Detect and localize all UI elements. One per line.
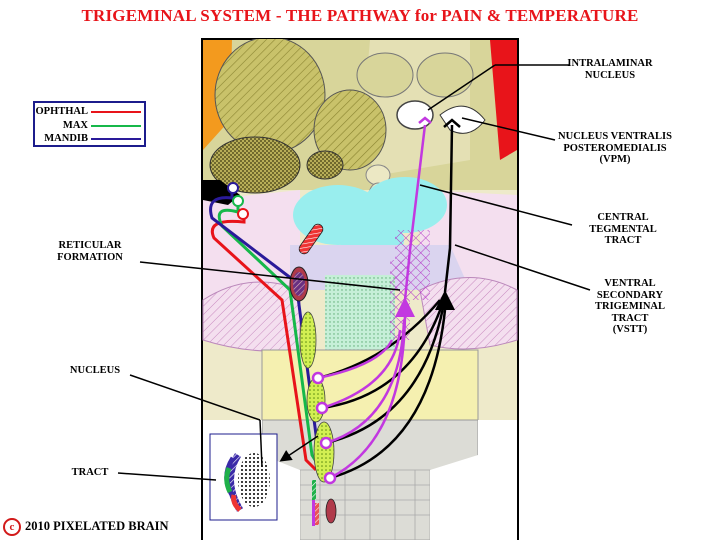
- maxillary-fiber: [217, 200, 322, 469]
- spinal-trigeminal-nucleus-mid: [306, 377, 326, 423]
- legend-swatch-ophthalmic: [91, 111, 141, 113]
- diagram-title: TRIGEMINAL SYSTEM - THE PATHWAY for PAIN…: [81, 6, 639, 25]
- copyright-text: 2010 PIXELATED BRAIN: [25, 518, 169, 533]
- label-ctt-line3: TRACT: [604, 235, 642, 246]
- label-vpm-line2: POSTEROMEDIALIS: [563, 142, 667, 154]
- legend-swatch-maxillary: [91, 125, 141, 127]
- label-intralaminar-nucleus: INTRALAMINAR NUCLEUS: [560, 58, 660, 81]
- legend-item-ophthalmic: OPHTHAL: [35, 106, 145, 118]
- spinal-trigeminal-nucleus-upper: [299, 311, 317, 369]
- label-ctt-line2: TEGMENTAL: [589, 223, 657, 235]
- ctt-fibers: [317, 116, 432, 480]
- label-vpm: NUCLEUS VENTRALIS POSTEROMEDIALIS (VPM): [545, 131, 685, 166]
- label-reticular-formation: RETICULAR FORMATION: [40, 240, 140, 263]
- legend-label-ophthalmic: OPHTHAL: [35, 106, 88, 117]
- dotted-olive-body: [209, 136, 301, 194]
- label-ctt-line1: CENTRAL: [597, 212, 649, 223]
- label-vstt-line2: SECONDARY: [596, 289, 664, 301]
- mandibular-fiber: [209, 186, 326, 467]
- inset-nucleus: [238, 453, 270, 507]
- label-vpm-line3: (VPM): [599, 154, 631, 165]
- label-reticular-line2: FORMATION: [57, 251, 123, 263]
- legend-swatch-mandibular: [91, 138, 141, 140]
- legend-item-maxillary: MAX: [35, 120, 145, 132]
- label-central-tegmental-tract: CENTRAL TEGMENTAL TRACT: [573, 212, 673, 247]
- label-vstt-line4: TRACT: [611, 312, 649, 324]
- ophthalmic-fiber: [211, 214, 318, 472]
- spinal-trigeminal-nucleus-lower: [313, 421, 335, 483]
- legend-label-maxillary: MAX: [62, 120, 88, 131]
- label-intralaminar-line2: NUCLEUS: [584, 69, 636, 81]
- label-reticular-line1: RETICULAR: [58, 240, 122, 251]
- label-vstt-line1: VENTRAL: [604, 278, 656, 289]
- label-vstt-line3: TRIGEMINAL: [594, 301, 665, 312]
- intralaminar-nucleus-oval: [396, 100, 434, 130]
- label-intralaminar-line1: INTRALAMINAR: [567, 58, 653, 69]
- label-vpm-line1: NUCLEUS VENTRALIS: [558, 131, 672, 142]
- label-nucleus: NUCLEUS: [69, 365, 121, 376]
- label-tract: TRACT: [71, 467, 109, 478]
- copyright-icon: c: [3, 518, 21, 536]
- copyright-notice: c 2010 PIXELATED BRAIN: [3, 518, 169, 536]
- label-vstt: VENTRAL SECONDARY TRIGEMINAL TRACT (VSTT…: [575, 278, 685, 336]
- legend-item-mandibular: MANDIB: [35, 133, 145, 145]
- label-vstt-line5: (VSTT): [612, 324, 648, 335]
- legend-label-mandibular: MANDIB: [44, 133, 88, 144]
- fiber-legend: OPHTHAL MAX MANDIB: [33, 101, 146, 147]
